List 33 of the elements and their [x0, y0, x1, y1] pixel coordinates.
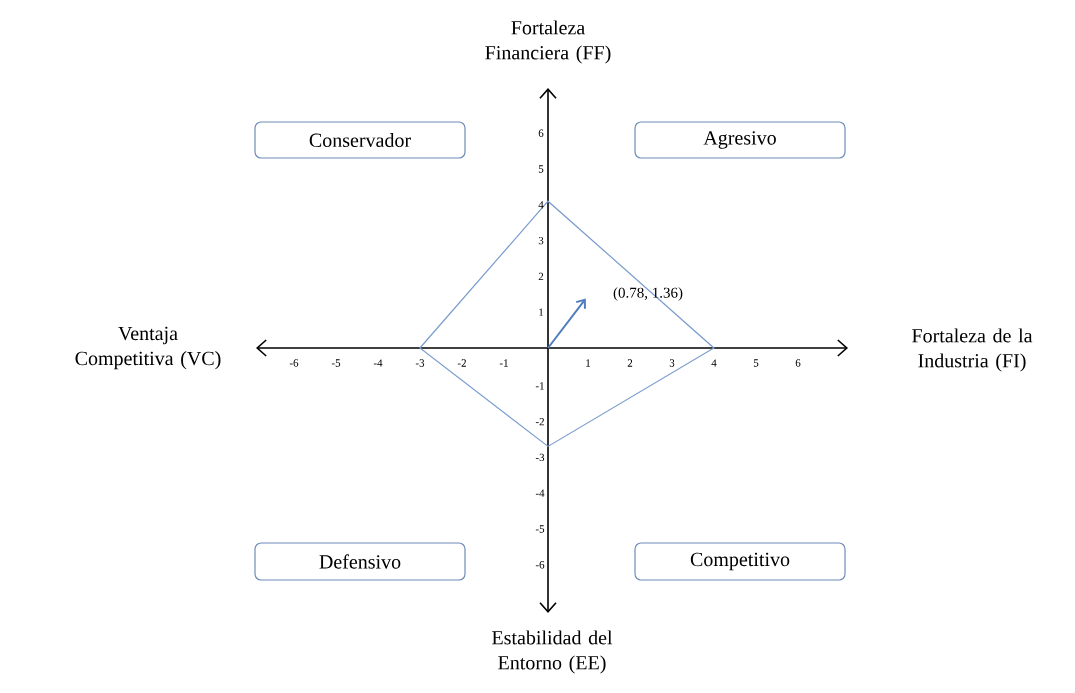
tick-label: -5: [331, 359, 341, 367]
tick-label: 3: [538, 236, 544, 245]
tick-label: 5: [538, 165, 544, 173]
axis-title: Fortaleza Financiera (FF): [485, 20, 611, 64]
quadrant-box: Conservador: [254, 121, 466, 159]
tick-label: 6: [538, 129, 544, 137]
tick-label: 1: [539, 308, 544, 316]
tick-label: -1: [535, 382, 544, 390]
axis-title: Fortaleza de la Industria (FI): [912, 328, 1033, 372]
tick-label: 3: [669, 359, 675, 367]
tick-label: -3: [535, 453, 545, 462]
point-label: (0.78, 1.36): [613, 287, 683, 301]
tick-label: -2: [535, 417, 544, 426]
tick-label: -1: [499, 359, 508, 367]
tick-label: 2: [627, 359, 633, 367]
quadrant-box: Agresivo: [634, 121, 846, 159]
quadrant-box: Competitivo: [634, 542, 846, 581]
tick-label: -6: [289, 359, 299, 367]
tick-label: 4: [711, 359, 717, 367]
tick-label: -4: [535, 489, 545, 497]
tick-label: -6: [535, 561, 545, 569]
quadrant-box: Defensivo: [254, 542, 466, 581]
tick-label: -3: [415, 359, 425, 367]
tick-label: 4: [538, 201, 544, 209]
axis-title: Estabilidad del Entorno (EE): [492, 630, 613, 674]
tick-label: 2: [538, 272, 544, 281]
tick-label: -2: [457, 359, 466, 367]
tick-label: 5: [753, 359, 759, 367]
tick-label: -5: [535, 525, 545, 533]
tick-label: -4: [373, 359, 383, 367]
tick-label: 6: [795, 359, 801, 367]
axis-title: Ventaja Competitiva (VC): [75, 326, 221, 370]
tick-label: 1: [586, 359, 591, 367]
